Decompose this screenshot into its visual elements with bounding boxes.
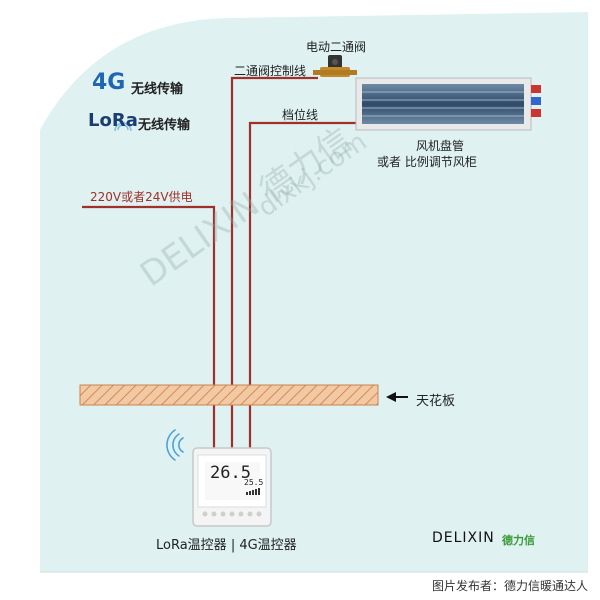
- power-wire: [82, 205, 216, 453]
- wireless-signal-icon: [166, 429, 184, 461]
- thermostat-label: LoRa温控器 | 4G温控器: [156, 538, 297, 553]
- thermostat-temp-main: 26.5: [210, 463, 251, 483]
- legend-lora-logo: LoRa: [88, 110, 138, 131]
- brand-cn: 德力信: [502, 534, 535, 547]
- ceiling-arrow: [386, 392, 408, 402]
- background-panel: [40, 12, 588, 572]
- valve-icon: [313, 55, 357, 77]
- valve-line-label: 二通阀控制线: [234, 64, 307, 78]
- legend-4g-text: 无线传输: [131, 82, 184, 97]
- speed-wire: [248, 121, 360, 453]
- fan-coil-unit: [355, 77, 541, 131]
- power-label: 220V或者24V供电: [90, 190, 193, 204]
- fan-unit-alt-label: 或者 比例调节风柜: [377, 155, 477, 169]
- publisher-footer: 图片发布者：德力信暖通达人: [431, 579, 588, 593]
- ceiling-board: [79, 384, 379, 406]
- thermostat-temp-sub: 25.5: [244, 478, 264, 487]
- valve-label: 电动二通阀: [306, 40, 367, 54]
- wires: [82, 76, 360, 453]
- fan-unit-label: 风机盘管: [416, 139, 465, 153]
- valve-control-wire: [230, 76, 318, 453]
- ceiling-label: 天花板: [416, 394, 456, 409]
- speed-line-label: 档位线: [282, 108, 319, 122]
- brand-name: DELIXIN: [432, 530, 495, 546]
- lora-signal-icon: [114, 122, 132, 132]
- legend-lora-text: 无线传输: [138, 118, 191, 133]
- thermostat-device: [192, 447, 272, 527]
- legend-4g-logo: 4G: [92, 70, 126, 95]
